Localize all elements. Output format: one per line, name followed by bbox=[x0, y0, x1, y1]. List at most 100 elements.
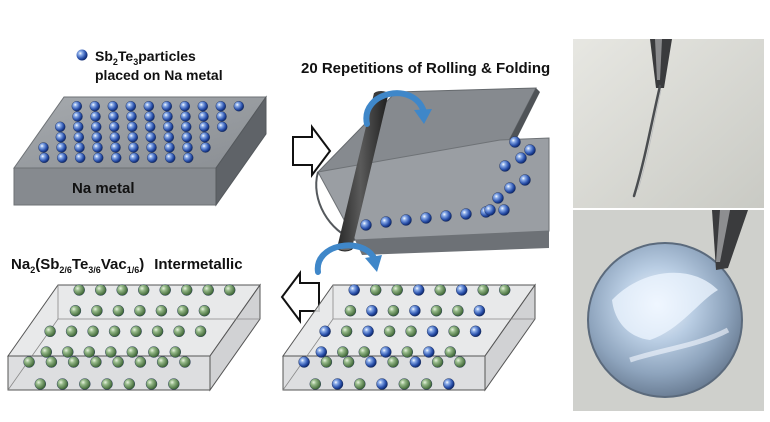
green-particle bbox=[44, 325, 56, 337]
green-particle bbox=[87, 325, 99, 337]
green-particle bbox=[398, 378, 410, 390]
green-particle bbox=[69, 305, 82, 317]
green-particle bbox=[151, 325, 164, 337]
green-particle bbox=[134, 356, 147, 368]
legend-line1-rest: particles bbox=[138, 48, 196, 64]
fold-particle bbox=[498, 204, 510, 216]
blue-particle bbox=[380, 346, 392, 358]
slab-particle bbox=[199, 131, 211, 143]
green-particle bbox=[112, 305, 125, 317]
slab-particle bbox=[108, 121, 120, 133]
slab-particle bbox=[216, 111, 227, 122]
green-particle bbox=[105, 346, 117, 358]
green-particle bbox=[370, 284, 382, 296]
slab-particle bbox=[146, 142, 157, 153]
blue-particle bbox=[409, 305, 421, 317]
green-particle bbox=[56, 378, 69, 390]
legend-formula-sub1: 2 bbox=[113, 57, 118, 67]
green-particle bbox=[194, 325, 207, 337]
green-particle bbox=[123, 378, 136, 390]
slab-particle bbox=[92, 152, 104, 164]
blue-particle bbox=[473, 305, 486, 317]
rotation-arrow-bottom-icon bbox=[314, 242, 377, 275]
product-vac: Vac bbox=[101, 256, 127, 273]
green-particle bbox=[137, 284, 150, 296]
slab-particle bbox=[110, 142, 121, 153]
mixed-particles bbox=[298, 284, 511, 390]
blue-particle bbox=[469, 325, 482, 337]
slab-particle bbox=[128, 142, 139, 153]
slab-particle bbox=[91, 131, 103, 143]
fold-particle bbox=[504, 182, 516, 194]
slab-particle bbox=[216, 121, 228, 133]
slab-particle bbox=[73, 131, 85, 143]
green-particle bbox=[434, 284, 446, 296]
slab-particle bbox=[181, 131, 193, 143]
product-sub-te: 3/6 bbox=[88, 265, 101, 275]
green-particle bbox=[430, 305, 443, 317]
green-particle bbox=[337, 346, 349, 358]
slab-particle bbox=[164, 152, 176, 164]
green-particle bbox=[90, 356, 102, 368]
rotation-arrow-bottom-head bbox=[365, 255, 382, 272]
blue-particle bbox=[376, 378, 388, 390]
slab-particle bbox=[215, 100, 227, 112]
fold-particle bbox=[440, 210, 452, 222]
green-particle bbox=[354, 378, 366, 390]
slab-particle bbox=[144, 111, 155, 122]
svg-text:Sb2Te3particles: Sb2Te3particles bbox=[95, 48, 196, 67]
green-particle bbox=[134, 305, 146, 317]
green-particle bbox=[173, 325, 185, 337]
green-particle bbox=[383, 325, 396, 337]
green-particle bbox=[62, 346, 74, 358]
slab-particle bbox=[200, 142, 211, 153]
green-particle bbox=[391, 284, 403, 296]
product-te: Te bbox=[72, 256, 88, 273]
na-metal-slab: Na metal bbox=[13, 95, 267, 207]
green-particle bbox=[112, 356, 124, 368]
product-sub-vac: 1/6 bbox=[127, 265, 140, 275]
green-particle bbox=[342, 356, 355, 368]
na-wire bbox=[632, 84, 662, 198]
slab-particle bbox=[161, 100, 173, 112]
slab-particle bbox=[126, 121, 138, 133]
blue-particle bbox=[443, 378, 455, 390]
green-particle bbox=[405, 325, 417, 337]
slab-particle bbox=[90, 121, 102, 133]
blue-particle bbox=[366, 305, 378, 317]
green-particle bbox=[180, 284, 193, 296]
blue-particle bbox=[348, 284, 360, 296]
slab-particle bbox=[55, 131, 66, 143]
fold-particle bbox=[360, 219, 372, 231]
slab-particle bbox=[162, 111, 173, 122]
legend-particle-icon bbox=[76, 49, 88, 61]
slab-particle bbox=[55, 121, 66, 133]
slab-particles bbox=[38, 100, 245, 164]
blue-particle bbox=[319, 325, 331, 337]
slab-particle bbox=[128, 152, 140, 164]
slab-particle bbox=[72, 121, 84, 133]
slab-particle bbox=[74, 152, 86, 164]
photo-wire-frame bbox=[573, 39, 764, 208]
slab-particle bbox=[92, 142, 103, 153]
slab-particle bbox=[144, 121, 156, 133]
disc-highlight bbox=[612, 272, 718, 340]
fold-particle bbox=[484, 204, 496, 216]
green-particle bbox=[202, 284, 214, 296]
fold-particles bbox=[360, 136, 536, 231]
tweezer-disc-highlight bbox=[716, 210, 730, 262]
slab-particle bbox=[198, 121, 210, 133]
slab-particle bbox=[182, 152, 194, 164]
slab-particle bbox=[126, 111, 137, 122]
slab-particle bbox=[164, 142, 175, 153]
slab-particle bbox=[72, 111, 83, 122]
blue-particle bbox=[298, 356, 310, 368]
product-na: Na bbox=[11, 256, 31, 273]
slab-particle bbox=[198, 111, 209, 122]
slab-particle bbox=[57, 152, 68, 164]
fold-particle bbox=[524, 144, 536, 156]
folded-sheet-lower-face bbox=[355, 231, 549, 255]
slab-particle bbox=[179, 100, 191, 112]
green-particle bbox=[156, 356, 169, 368]
slab-particle bbox=[74, 142, 85, 153]
